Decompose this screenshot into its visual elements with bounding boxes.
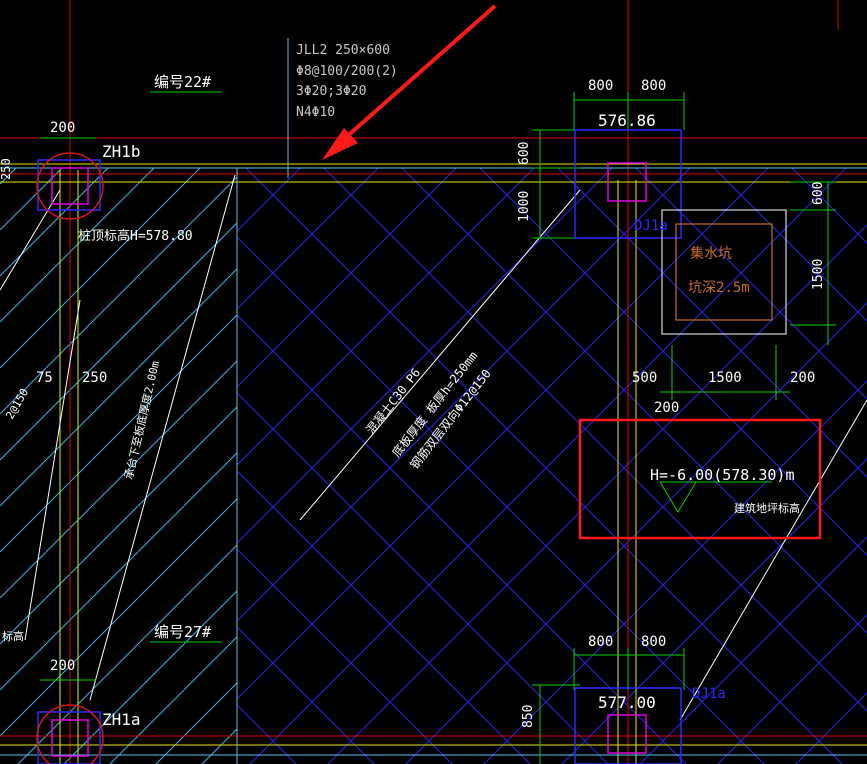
sump-depth: 坑深2.5m [688,280,750,296]
pile-squares [51,162,647,757]
beam-note-line-4: N4Φ10 [296,105,335,120]
sump-pit [661,209,787,335]
dim-800-a: 800 [588,78,613,94]
dim-200-bottom: 200 [50,658,75,674]
dim-250: 250 [82,370,107,386]
pile-number-27: 编号27# [154,623,211,641]
sump-title: 集水坑 [690,245,732,262]
dim-75: 75 [36,370,53,386]
dim-200-right: 200 [790,370,815,386]
pile-label-zh1a: ZH1a [102,710,141,729]
beam-note-line-1: JLL2 250×600 [296,43,390,58]
dim-1500-vertical: 1500 [811,259,826,290]
dj1a-bottom: DJ1a [692,686,726,702]
white-diagonals [0,174,867,721]
pile-circles [36,152,104,764]
dim-200-under: 200 [654,400,679,416]
slab-hatch [0,168,867,764]
dim-800-b: 800 [641,78,666,94]
beam-note-line-3: 3Φ20;3Φ20 [296,84,366,99]
floor-elevation-note: 建筑地坪标高 [734,501,800,515]
pile-caps [37,129,682,764]
elevation-576-86: 576.86 [598,111,656,130]
beam-note: JLL2 250×600 Φ8@100/200(2) 3Φ20;3Φ20 N4Φ… [296,43,398,120]
highlight-box [578,418,822,540]
dim-600-left: 600 [517,142,532,165]
dim-800-d: 800 [641,634,666,650]
red-arrow [322,4,497,160]
beam-lines [0,163,867,764]
dim-800-c: 800 [588,634,613,650]
dim-1500-horizontal: 1500 [708,370,742,386]
dim-1000: 1000 [517,191,532,222]
floor-elevation: H=-6.00(578.30)m [650,466,795,484]
dim-500: 500 [632,370,657,386]
dim-250-left: 250 [0,158,13,180]
cyan-lines [0,38,867,764]
elevation-577-00: 577.00 [598,693,656,712]
dim-600-right: 600 [811,182,826,205]
dj1a-top: DJ1a [634,218,668,234]
dim-850: 850 [521,705,536,728]
dimension-lines [40,91,836,764]
pile-number-22: 编号22# [154,73,211,91]
beam-note-line-2: Φ8@100/200(2) [296,64,398,79]
left-partial-bottom: 标高 [2,629,24,643]
pile-top-elevation: 桩顶标高H=578.80 [78,228,193,244]
pile-label-zh1b: ZH1b [102,142,141,161]
dim-200-top: 200 [50,120,75,136]
